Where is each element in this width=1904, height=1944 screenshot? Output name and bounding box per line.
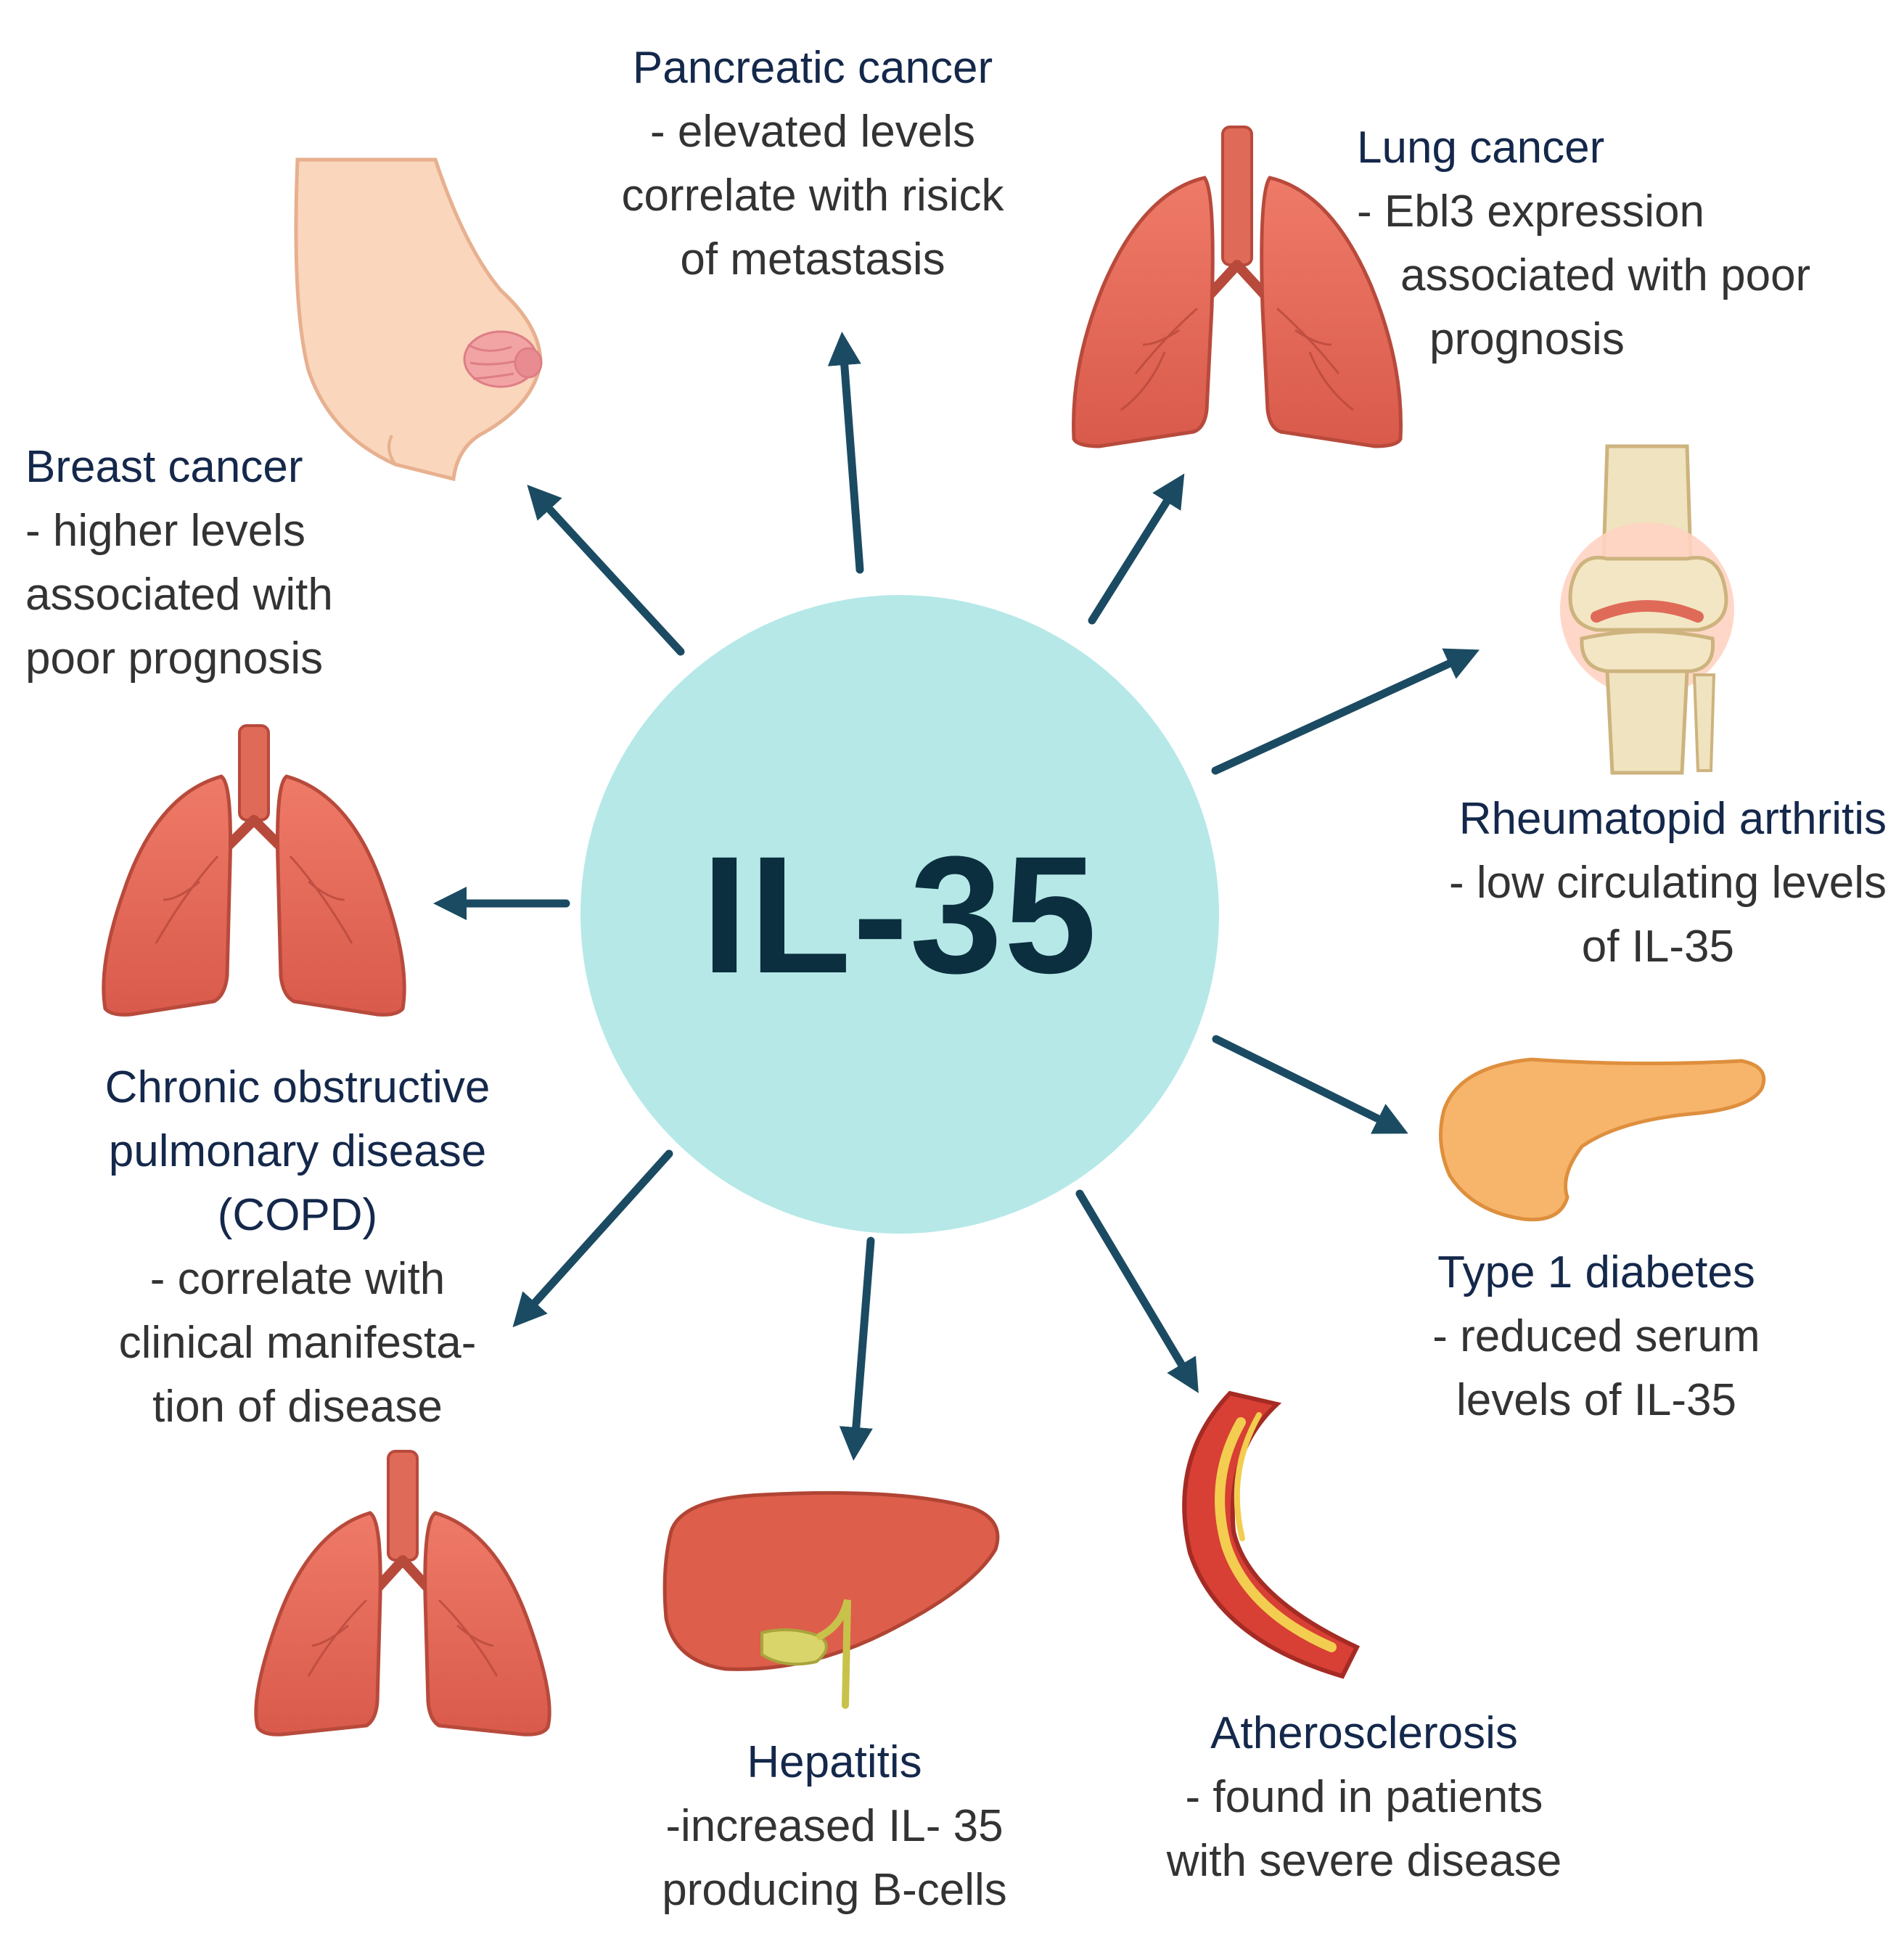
text-line: of IL-35 — [1581, 922, 1734, 972]
arrow-copd-lower — [512, 1149, 673, 1328]
text-line: - reduced serum — [1432, 1311, 1760, 1361]
lungs-icon-lung-cancer — [1072, 126, 1403, 448]
label-type1-diabetes: Type 1 diabetes - reduced serum levels o… — [1364, 1241, 1829, 1432]
text-line: - low circulating levels — [1449, 858, 1887, 908]
text-line: producing B-cells — [662, 1865, 1007, 1915]
title-type1-diabetes: Type 1 diabetes — [1437, 1247, 1755, 1297]
text-line: levels of IL-35 — [1456, 1375, 1736, 1425]
breast-icon — [294, 157, 543, 482]
label-pancreatic-cancer: Pancreatic cancer - elevated levels corr… — [580, 36, 1045, 292]
lungs-icon-copd — [102, 724, 406, 1017]
text-line: correlate with risick — [621, 171, 1004, 221]
hub-il35: IL-35 — [580, 595, 1219, 1234]
label-copd: Chronic obstructive pulmonary disease (C… — [29, 1056, 566, 1439]
arrow-lung — [1088, 473, 1185, 625]
text-line: pulmonary disease — [108, 1126, 487, 1176]
title-rheumatoid-arthritis: Rheumatopid arthritis — [1458, 794, 1887, 844]
title-copd: Chronic obstructive — [104, 1062, 491, 1112]
arrow-ra — [1211, 648, 1480, 775]
label-breast-cancer: Breast cancer - higher levels associated… — [25, 435, 432, 691]
knee-joint-icon — [1560, 444, 1734, 775]
lungs-icon-lower — [254, 1450, 551, 1736]
hub-label: IL-35 — [701, 821, 1099, 1008]
arrows — [432, 331, 1480, 1461]
liver-icon — [662, 1490, 1000, 1709]
text-line: - correlate with — [149, 1254, 446, 1304]
text-line: of metastasis — [680, 234, 945, 284]
title-breast-cancer: Breast cancer — [25, 442, 303, 492]
text-line: tion of disease — [152, 1382, 443, 1432]
arrow-athero — [1075, 1189, 1199, 1393]
text-line: associated with — [25, 570, 333, 620]
label-lung-cancer: Lung cancer - Ebl3 expression associated… — [1357, 116, 1836, 372]
arrow-hepatitis — [839, 1236, 875, 1461]
arrow-t1d — [1212, 1035, 1408, 1134]
text-line: - found in patients — [1185, 1772, 1543, 1822]
label-atherosclerosis: Atherosclerosis - found in patients with… — [1117, 1702, 1611, 1893]
arrow-breast — [527, 485, 685, 656]
label-hepatitis: Hepatitis -increased IL- 35 producing B-… — [588, 1731, 1081, 1922]
title-pancreatic-cancer: Pancreatic cancer — [632, 43, 993, 93]
text-line: prognosis — [1429, 314, 1625, 364]
text-line: -increased IL- 35 — [665, 1801, 1004, 1851]
text-line: poor prognosis — [25, 633, 324, 684]
title-lung-cancer: Lung cancer — [1357, 123, 1605, 173]
artery-icon — [1182, 1390, 1361, 1679]
arrow-pancreatic — [827, 331, 864, 574]
pancreas-icon — [1439, 1057, 1766, 1222]
text-line: associated with poor — [1400, 250, 1811, 300]
title-atherosclerosis: Atherosclerosis — [1210, 1708, 1518, 1758]
text-line: (COPD) — [217, 1190, 378, 1240]
text-line: - Ebl3 expression — [1357, 186, 1705, 237]
text-line: with severe disease — [1166, 1836, 1562, 1886]
text-line: clinical manifesta- — [118, 1318, 477, 1368]
text-line: - elevated levels — [649, 107, 976, 157]
title-hepatitis: Hepatitis — [747, 1737, 922, 1787]
text-line: - higher levels — [25, 506, 305, 556]
label-rheumatoid-arthritis: Rheumatopid arthritis - low circulating … — [1335, 787, 1887, 979]
